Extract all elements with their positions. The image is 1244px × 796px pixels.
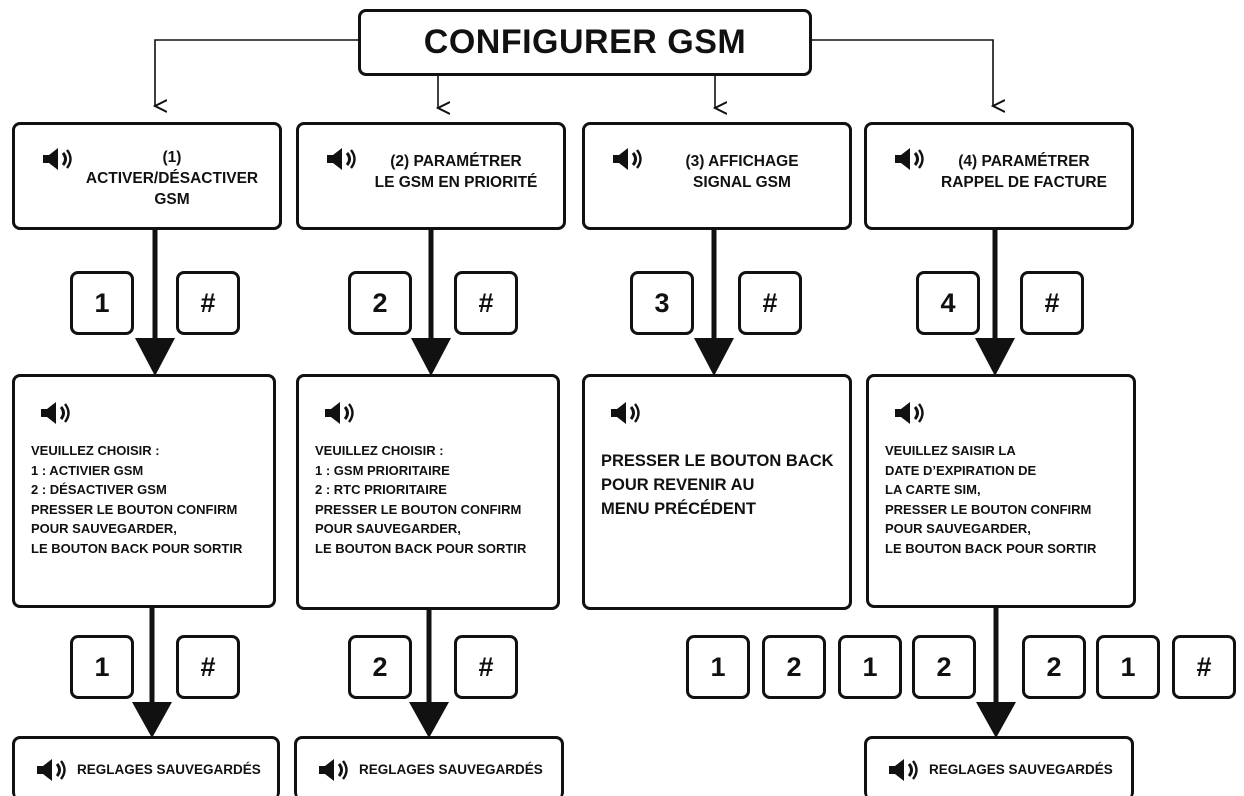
menu-line: (3) AFFICHAGE [685, 153, 799, 170]
instruction-line: 1 : ACTIVIER GSM [31, 462, 144, 478]
instruction-line: PRESSER LE BOUTON CONFIRM [31, 501, 238, 517]
menu-label-3: (3) AFFICHAGE SIGNAL GSM [643, 151, 841, 193]
key-hash: # [1020, 271, 1084, 335]
instruction-line: 1 : GSM PRIORITAIRE [315, 462, 450, 478]
key-2: 2 [912, 635, 976, 699]
menu-line: (1) [162, 149, 182, 166]
connector-title-menu4 [812, 39, 993, 106]
menu-line: ACTIVER/DÉSACTIVER [85, 170, 259, 187]
instruction-box-1: VEUILLEZ CHOISIR : 1 : ACTIVIER GSM 2 : … [12, 374, 276, 608]
saved-box-2: REGLAGES SAUVEGARDÉS [294, 736, 564, 796]
saved-label: REGLAGES SAUVEGARDÉS [77, 762, 261, 777]
instruction-line: POUR SAUVEGARDER, [31, 521, 177, 536]
menu-line: SIGNAL GSM [693, 174, 791, 191]
key-hash: # [454, 635, 518, 699]
speaker-icon [893, 147, 929, 171]
key-hash: # [176, 635, 240, 699]
instruction-line: PRESSER LE BOUTON BACK [601, 452, 834, 470]
speaker-icon [39, 401, 75, 425]
menu-box-4: (4) PARAMÉTRER RAPPEL DE FACTURE [864, 122, 1134, 230]
instruction-box-3: PRESSER LE BOUTON BACK POUR REVENIR AU M… [582, 374, 852, 610]
key-4: 4 [916, 271, 980, 335]
instruction-line: DATE D’EXPIRATION DE [885, 462, 1037, 478]
speaker-icon [325, 147, 361, 171]
menu-line: LE GSM EN PRIORITÉ [374, 174, 538, 191]
instruction-line: VEUILLEZ SAISIR LA [885, 443, 1016, 458]
key-1: 1 [838, 635, 902, 699]
instruction-line: LE BOUTON BACK POUR SORTIR [31, 540, 243, 556]
instruction-text-4: VEUILLEZ SAISIR LA DATE D’EXPIRATION DE … [885, 441, 1129, 558]
saved-box-4: REGLAGES SAUVEGARDÉS [864, 736, 1134, 796]
title-box: CONFIGURER GSM [358, 9, 812, 76]
menu-label-4: (4) PARAMÉTRER RAPPEL DE FACTURE [925, 151, 1123, 193]
menu-label-1: (1) ACTIVER/DÉSACTIVER GSM [73, 147, 271, 210]
menu-box-2: (2) PARAMÉTRER LE GSM EN PRIORITÉ [296, 122, 566, 230]
speaker-icon [611, 147, 647, 171]
arrow-menu3-head [694, 338, 734, 376]
saved-label: REGLAGES SAUVEGARDÉS [929, 762, 1113, 777]
instruction-line: POUR SAUVEGARDER, [315, 521, 461, 536]
key-hash: # [176, 271, 240, 335]
key-2: 2 [1022, 635, 1086, 699]
instruction-line: PRESSER LE BOUTON CONFIRM [315, 501, 522, 517]
arrow-instr2-head [409, 702, 449, 738]
arrow-instr1-head [132, 702, 172, 738]
instruction-line: 2 : DÉSACTIVER GSM [31, 482, 167, 497]
key-1: 1 [1096, 635, 1160, 699]
menu-line: (2) PARAMÉTRER [390, 153, 522, 170]
arrow-menu4-head [975, 338, 1015, 376]
instruction-line: LE BOUTON BACK POUR SORTIR [885, 540, 1097, 556]
instruction-line: POUR SAUVEGARDER, [885, 521, 1031, 536]
key-1: 1 [70, 635, 134, 699]
instruction-line: MENU PRÉCÉDENT [601, 500, 756, 518]
diagram-title: CONFIGURER GSM [423, 23, 747, 61]
menu-box-3: (3) AFFICHAGE SIGNAL GSM [582, 122, 852, 230]
menu-line: RAPPEL DE FACTURE [941, 174, 1107, 191]
speaker-icon [893, 401, 929, 425]
menu-box-1: (1) ACTIVER/DÉSACTIVER GSM [12, 122, 282, 230]
key-1: 1 [70, 271, 134, 335]
instruction-text-1: VEUILLEZ CHOISIR : 1 : ACTIVIER GSM 2 : … [31, 441, 269, 558]
connector-title-menu1 [155, 39, 358, 106]
speaker-icon [609, 401, 645, 425]
key-hash: # [454, 271, 518, 335]
instruction-line: PRESSER LE BOUTON CONFIRM [885, 501, 1092, 517]
instruction-text-2: VEUILLEZ CHOISIR : 1 : GSM PRIORITAIRE 2… [315, 441, 553, 558]
instruction-line: VEUILLEZ CHOISIR : [315, 443, 444, 458]
arrow-instr4-head [976, 702, 1016, 738]
speaker-icon [317, 758, 353, 782]
instruction-line: VEUILLEZ CHOISIR : [31, 443, 160, 458]
menu-label-2: (2) PARAMÉTRER LE GSM EN PRIORITÉ [357, 151, 555, 193]
instruction-box-2: VEUILLEZ CHOISIR : 1 : GSM PRIORITAIRE 2… [296, 374, 560, 610]
saved-label: REGLAGES SAUVEGARDÉS [359, 762, 543, 777]
instruction-text-3: PRESSER LE BOUTON BACK POUR REVENIR AU M… [601, 449, 845, 521]
key-2: 2 [348, 271, 412, 335]
key-2: 2 [348, 635, 412, 699]
menu-line: (4) PARAMÉTRER [958, 153, 1090, 170]
key-1: 1 [686, 635, 750, 699]
speaker-icon [887, 758, 923, 782]
key-3: 3 [630, 271, 694, 335]
instruction-line: LA CARTE SIM, [885, 482, 981, 497]
speaker-icon [35, 758, 71, 782]
instruction-line: POUR REVENIR AU [601, 476, 755, 494]
arrow-menu2-head [411, 338, 451, 376]
speaker-icon [323, 401, 359, 425]
arrow-menu1-head [135, 338, 175, 376]
menu-line: GSM [154, 191, 190, 208]
key-2: 2 [762, 635, 826, 699]
instruction-line: LE BOUTON BACK POUR SORTIR [315, 540, 527, 556]
key-hash: # [738, 271, 802, 335]
instruction-line: 2 : RTC PRIORITAIRE [315, 482, 447, 497]
key-hash: # [1172, 635, 1236, 699]
instruction-box-4: VEUILLEZ SAISIR LA DATE D’EXPIRATION DE … [866, 374, 1136, 608]
speaker-icon [41, 147, 77, 171]
saved-box-1: REGLAGES SAUVEGARDÉS [12, 736, 280, 796]
